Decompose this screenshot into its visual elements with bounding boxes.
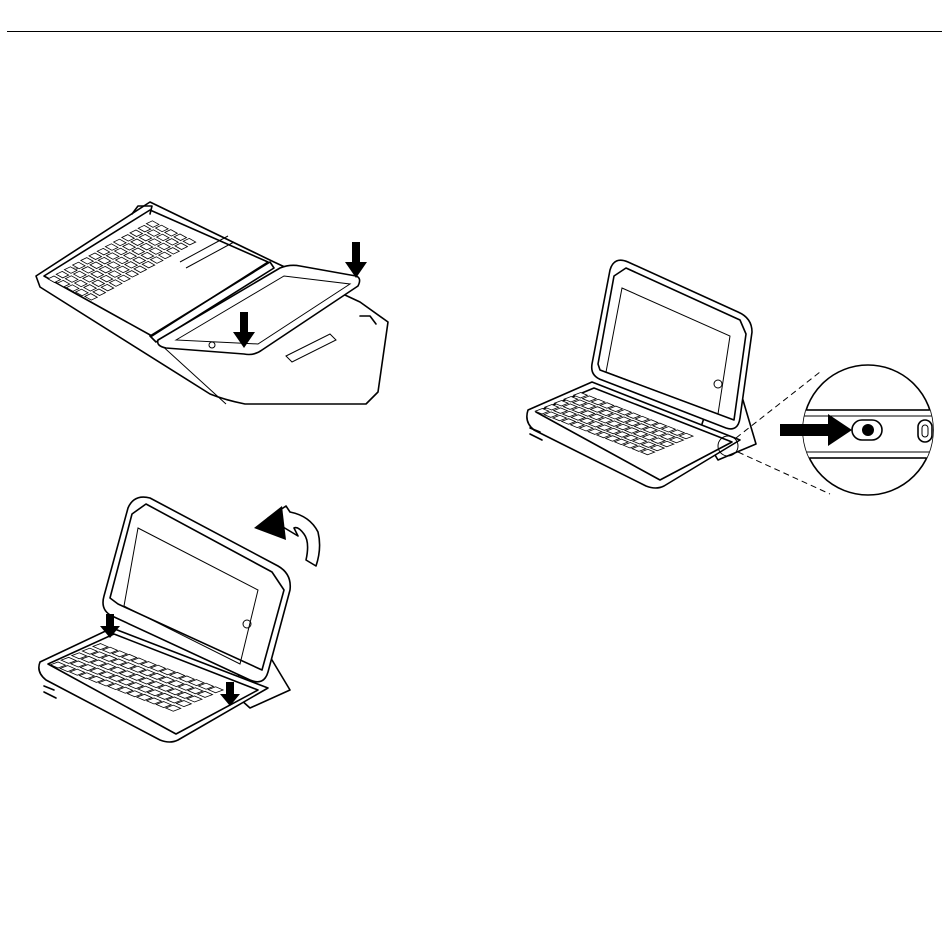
illustration-insert-tablet xyxy=(36,202,388,404)
down-arrow-icon xyxy=(345,242,367,278)
power-switch-icon xyxy=(852,420,882,440)
rotate-arrow-icon xyxy=(254,506,320,566)
illustration-fold-stand xyxy=(39,497,320,742)
illustration-power-switch xyxy=(527,260,950,495)
zoom-detail xyxy=(780,365,950,495)
